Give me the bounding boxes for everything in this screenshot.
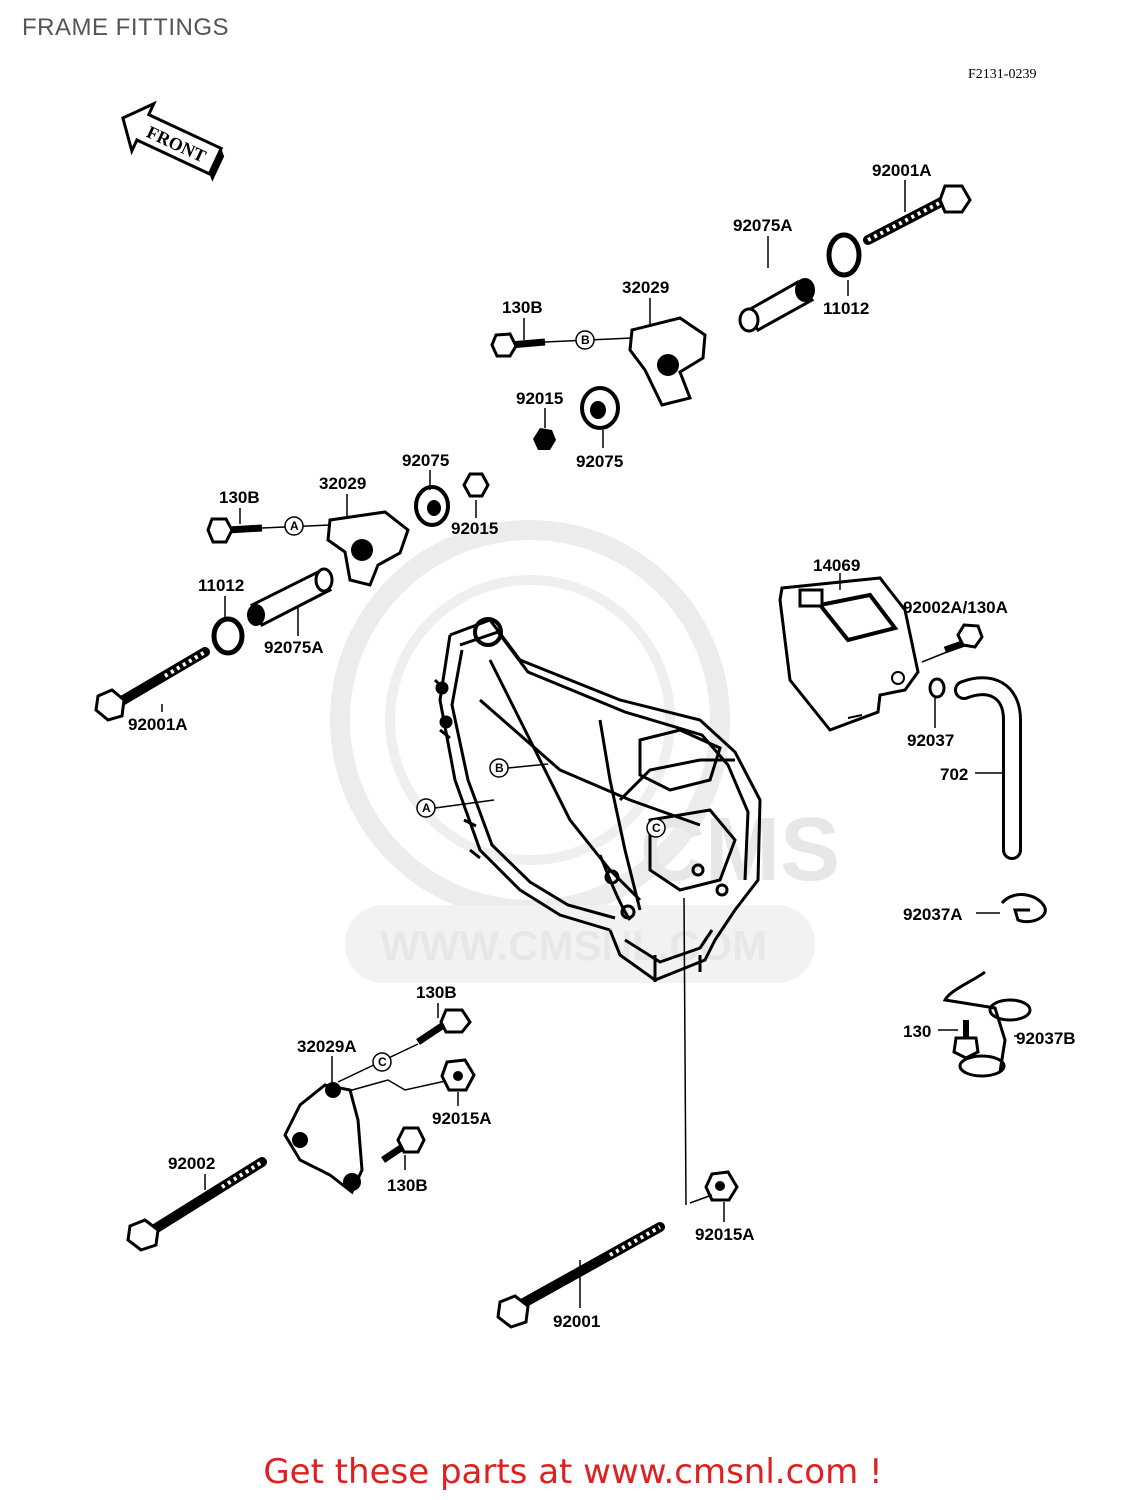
label-92075-mid: 92075 — [402, 451, 449, 470]
label-130B-lower-bottom: 130B — [387, 1176, 428, 1195]
label-130B-mid: 130B — [219, 488, 260, 507]
label-92002: 92002 — [168, 1154, 215, 1173]
ref-marker-c-lower-text: C — [378, 1055, 387, 1069]
label-92075A-mid: 92075A — [264, 638, 324, 657]
motorcycle-frame — [433, 617, 762, 982]
hose-702 — [954, 676, 1022, 860]
nut-92015A-lower — [440, 1058, 476, 1092]
front-arrow-icon: FRONT — [121, 100, 225, 182]
label-130: 130 — [903, 1022, 931, 1041]
bolt-130 — [938, 1020, 980, 1060]
ref-marker-a-top: A — [284, 516, 304, 536]
nut-92015-mid — [462, 472, 490, 498]
bolt-130B-mid — [206, 517, 263, 544]
label-92075-top: 92075 — [576, 452, 623, 471]
label-130B-lower-top: 130B — [416, 983, 457, 1002]
bracket-32029-mid — [326, 510, 410, 587]
label-92037B: 92037B — [1016, 1029, 1076, 1048]
clamp-92037A — [976, 893, 1047, 924]
nut-92015-top — [533, 428, 556, 450]
ref-marker-c-lower: C — [372, 1052, 392, 1072]
nut-92015A-bottom — [704, 1170, 739, 1202]
label-92037: 92037 — [907, 731, 954, 750]
bolt-92002 — [126, 1157, 267, 1252]
clamp-92037 — [928, 677, 946, 699]
label-32029-top: 32029 — [622, 278, 669, 297]
ref-marker-b-top-text: B — [581, 333, 590, 347]
seal-11012-mid — [211, 616, 245, 656]
ref-marker-b-frame: B — [489, 758, 509, 778]
label-92075A-top: 92075A — [733, 216, 793, 235]
label-92001: 92001 — [553, 1312, 600, 1331]
drawing-code: F2131-0239 — [968, 67, 1036, 82]
label-14069: 14069 — [813, 556, 860, 575]
bolt-130B-lower-top — [416, 1008, 472, 1045]
bolt-92001A-mid — [94, 647, 210, 722]
label-92015A-lower: 92015A — [432, 1109, 492, 1128]
label-92037A: 92037A — [903, 905, 963, 924]
bracket-92037B — [942, 970, 1032, 1078]
ref-marker-b-top: B — [575, 330, 595, 350]
watermark-logo: CMS WWW.CMSNL.COM — [330, 520, 840, 983]
ref-marker-a-top-text: A — [290, 519, 299, 533]
collar-92075A-top — [738, 278, 815, 333]
label-92002A-130A: 92002A/130A — [903, 598, 1008, 617]
label-32029-mid: 32029 — [319, 474, 366, 493]
leader-lines — [161, 180, 936, 1308]
label-92015A-bottom: 92015A — [695, 1225, 755, 1244]
label-11012-mid: 11012 — [198, 576, 244, 595]
watermark-site-text: WWW.CMSNL.COM — [380, 922, 767, 969]
ref-marker-a-frame-text: A — [422, 801, 431, 815]
label-92001A-mid: 92001A — [128, 715, 188, 734]
bolt-92002A-130A — [921, 623, 984, 663]
ref-marker-c-frame: C — [646, 818, 666, 838]
bracket-32029-top — [628, 316, 707, 407]
bolt-92001 — [496, 1222, 665, 1329]
label-11012-top: 11012 — [823, 299, 869, 318]
page-title: FRAME FITTINGS — [22, 14, 229, 41]
footer-banner[interactable]: Get these parts at www.cmsnl.com ! — [263, 1452, 883, 1492]
ref-marker-c-frame-text: C — [652, 821, 661, 835]
label-32029A: 32029A — [297, 1037, 357, 1056]
bolt-130B-lower-bottom — [381, 1126, 426, 1163]
seal-11012-top — [826, 232, 862, 278]
bolt-130B-top — [490, 332, 546, 358]
label-702: 702 — [940, 765, 968, 784]
reservoir-tank-14069 — [778, 576, 920, 732]
leader-92001-to-frame — [683, 897, 687, 1206]
bolt-92001A-top — [863, 184, 972, 245]
bush-92075-top — [580, 386, 620, 430]
label-92015-top: 92015 — [516, 389, 563, 408]
bush-92075-mid — [414, 485, 450, 527]
label-92015-mid: 92015 — [451, 519, 498, 538]
label-130B-top: 130B — [502, 298, 543, 317]
ref-marker-a-frame: A — [416, 798, 436, 818]
label-92001A-top: 92001A — [872, 161, 932, 180]
bracket-32029A — [283, 1082, 364, 1195]
ref-marker-b-frame-text: B — [495, 761, 504, 775]
collar-92075A-mid — [247, 567, 334, 628]
